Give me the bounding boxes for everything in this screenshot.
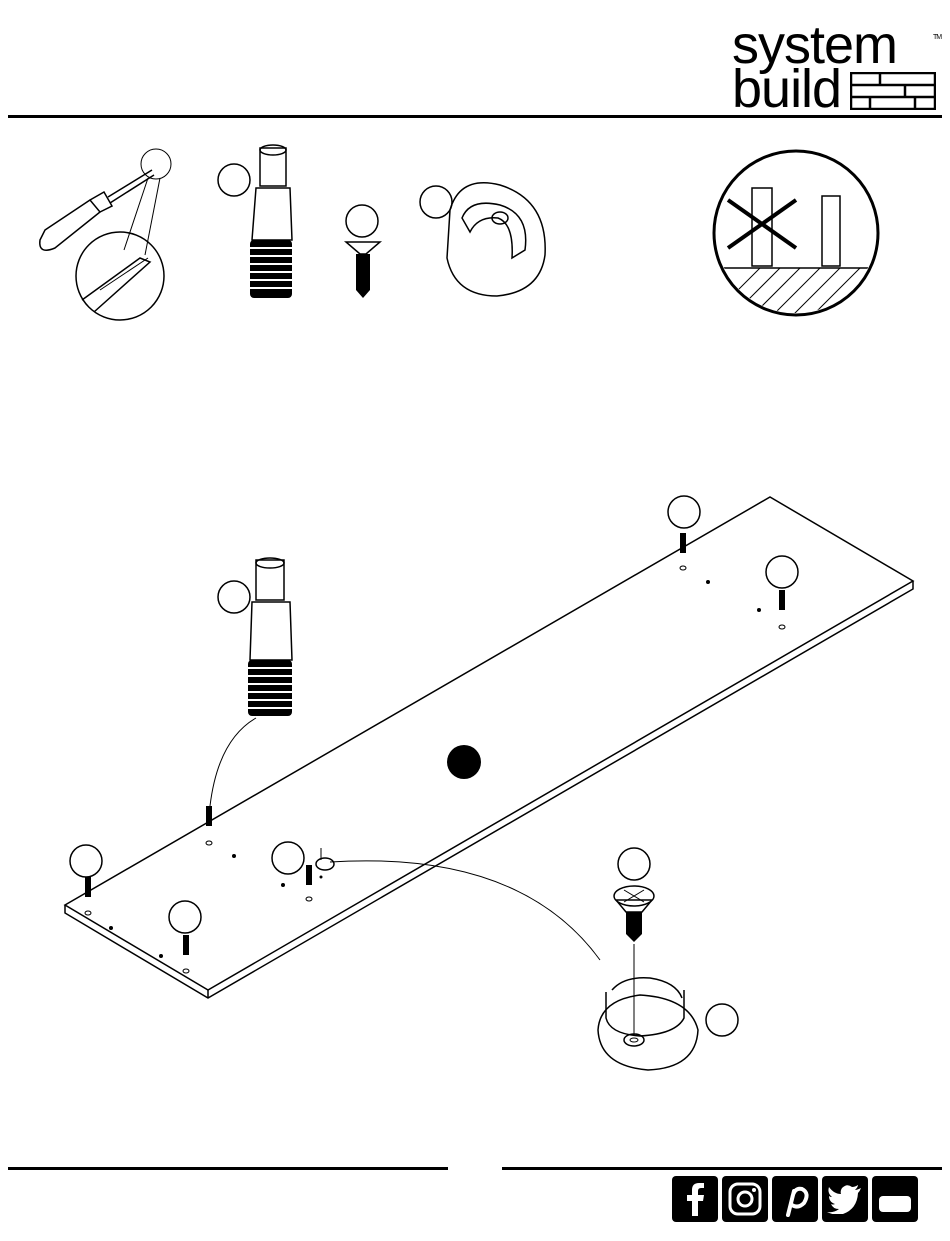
panel-cam-cap — [316, 848, 334, 879]
social-links — [672, 1176, 942, 1224]
cam-cap-icon — [420, 183, 545, 296]
panel-holes — [109, 580, 761, 958]
footer-divider-left — [8, 1167, 448, 1170]
youtube-icon[interactable] — [872, 1176, 918, 1222]
part-marker-dot — [447, 745, 481, 779]
leader-line-bolt — [210, 718, 256, 806]
cam-bolt-detail-icon — [248, 558, 292, 716]
instagram-icon[interactable] — [722, 1176, 768, 1222]
panel-cam-bolts — [85, 533, 785, 973]
cam-cap-detail-icon — [598, 978, 698, 1070]
screwdriver-icon — [40, 149, 171, 320]
callout-circles — [70, 496, 798, 1036]
no-hammer-warning-icon — [710, 151, 880, 318]
screw-detail-icon — [614, 886, 654, 1036]
pinterest-icon[interactable] — [772, 1176, 818, 1222]
twitter-icon[interactable] — [822, 1176, 868, 1222]
leader-line-cap — [330, 861, 600, 960]
panel — [65, 497, 913, 998]
screw-icon — [346, 205, 380, 298]
cam-bolt-icon — [218, 145, 292, 298]
facebook-icon[interactable] — [672, 1176, 718, 1222]
footer-divider-right — [502, 1167, 942, 1170]
